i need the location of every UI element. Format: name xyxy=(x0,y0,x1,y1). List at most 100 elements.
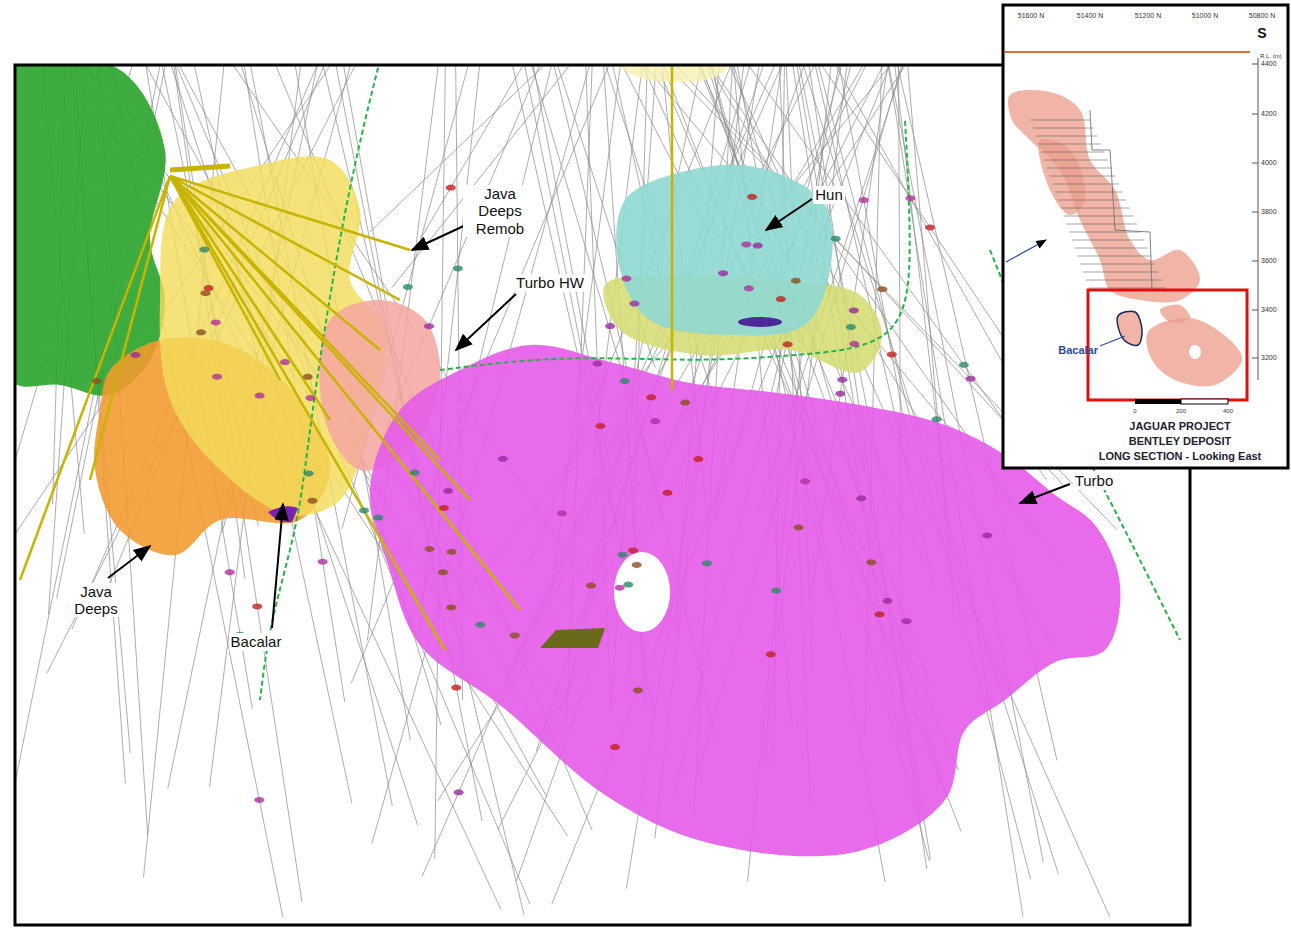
assay-intercept xyxy=(438,569,448,575)
orebody-shape xyxy=(1008,90,1200,302)
assay-intercept xyxy=(837,377,847,383)
orebody-shape xyxy=(1146,318,1242,387)
assay-intercept xyxy=(424,323,434,329)
assay-intercept xyxy=(744,285,754,291)
scale-bar xyxy=(1135,399,1181,404)
axis-value: 3800 xyxy=(1261,208,1277,216)
assay-intercept xyxy=(771,588,781,594)
assay-intercept xyxy=(618,552,628,558)
assay-intercept xyxy=(307,498,317,504)
axis-title: R.L. (m) xyxy=(1260,53,1282,60)
assay-intercept xyxy=(446,604,456,610)
assay-intercept xyxy=(211,319,221,325)
decline-line xyxy=(1090,110,1152,290)
pointer-line xyxy=(1006,240,1046,262)
leader-line xyxy=(108,546,150,578)
assay-intercept xyxy=(831,236,841,242)
assay-intercept xyxy=(453,265,463,271)
assay-intercept xyxy=(475,622,485,628)
orebody-shape xyxy=(1038,139,1085,215)
northing-label: 51400 N xyxy=(1077,12,1103,20)
level-line xyxy=(1058,200,1126,201)
axis-value: 3600 xyxy=(1261,257,1277,265)
assay-intercept xyxy=(766,651,776,657)
northing-label: 51600 N xyxy=(1018,12,1044,20)
level-line xyxy=(1033,128,1094,129)
drill-hole xyxy=(90,176,170,480)
assay-intercept xyxy=(255,393,265,399)
orebody-label: Bacalar xyxy=(229,633,284,650)
orebody-label: Hun xyxy=(813,186,845,203)
assay-intercept xyxy=(204,285,214,291)
axis-tick xyxy=(1252,163,1258,164)
level-line xyxy=(1069,232,1140,233)
assay-intercept xyxy=(753,243,763,249)
assay-intercept xyxy=(621,276,631,282)
orebody-shape xyxy=(1117,311,1142,345)
drill-hole xyxy=(170,176,280,380)
assay-intercept xyxy=(92,378,102,384)
northing-label: 51200 N xyxy=(1135,12,1161,20)
assay-intercept xyxy=(252,603,262,609)
scale-value: 400 xyxy=(1223,408,1233,415)
assay-intercept xyxy=(800,478,810,484)
level-line xyxy=(1083,272,1158,273)
assay-intercept xyxy=(835,391,845,397)
axis-value: 4200 xyxy=(1261,110,1277,118)
orebody-shape xyxy=(1160,305,1190,323)
orebody-shape xyxy=(616,165,833,336)
direction-label: S xyxy=(1257,25,1266,41)
assay-intercept xyxy=(849,307,859,313)
zoom-box xyxy=(1088,290,1247,400)
assay-intercept xyxy=(451,685,461,691)
orebody-label: Turbo HW xyxy=(514,274,586,291)
leader-line xyxy=(766,199,812,230)
assay-intercept xyxy=(318,559,328,565)
drill-hole xyxy=(170,176,470,500)
assay-intercept xyxy=(702,560,712,566)
assay-intercept xyxy=(199,247,209,253)
drill-hole xyxy=(671,66,674,390)
northing-label: 50800 N xyxy=(1249,12,1275,20)
assay-intercept xyxy=(403,284,413,290)
drill-hole xyxy=(20,176,170,580)
assay-intercept xyxy=(849,341,859,347)
axis-value: 3400 xyxy=(1261,306,1277,314)
assay-intercept xyxy=(856,495,866,501)
level-line xyxy=(1080,264,1154,265)
assay-intercept xyxy=(859,197,869,203)
orebody-label: Java Deeps xyxy=(64,583,128,618)
scale-bar xyxy=(1181,399,1228,404)
assay-intercept xyxy=(304,470,314,476)
assay-intercept xyxy=(196,329,206,335)
assay-intercept xyxy=(741,241,751,247)
orebody-label: Turbo xyxy=(1073,472,1116,489)
assay-intercept xyxy=(510,632,520,638)
assay-intercept xyxy=(359,507,369,513)
assay-intercept xyxy=(373,515,383,521)
assay-intercept xyxy=(846,324,856,330)
orebody-shape xyxy=(610,66,731,82)
orebody-label: Bacalar xyxy=(1058,344,1098,357)
assay-intercept xyxy=(877,286,887,292)
scale-value: 0 xyxy=(1133,408,1136,415)
assay-intercept xyxy=(306,395,316,401)
scale-value: 200 xyxy=(1176,408,1186,415)
assay-intercept xyxy=(254,797,264,803)
assay-intercept xyxy=(883,598,893,604)
assay-intercept xyxy=(498,456,508,462)
assay-intercept xyxy=(646,394,656,400)
level-line xyxy=(1064,216,1134,217)
leader-line xyxy=(412,224,468,250)
assay-intercept xyxy=(131,352,141,358)
axis-tick xyxy=(1252,261,1258,262)
orebody-label: Java Deeps Remob xyxy=(463,185,537,237)
assay-intercept xyxy=(623,582,633,588)
inset-title: LONG SECTION - Looking East xyxy=(1099,450,1262,463)
assay-intercept xyxy=(650,418,660,424)
drill-pad xyxy=(170,166,230,170)
axis-tick xyxy=(1252,358,1258,359)
assay-intercept xyxy=(620,378,630,384)
assay-intercept xyxy=(280,359,290,365)
axis-tick xyxy=(1252,114,1258,115)
